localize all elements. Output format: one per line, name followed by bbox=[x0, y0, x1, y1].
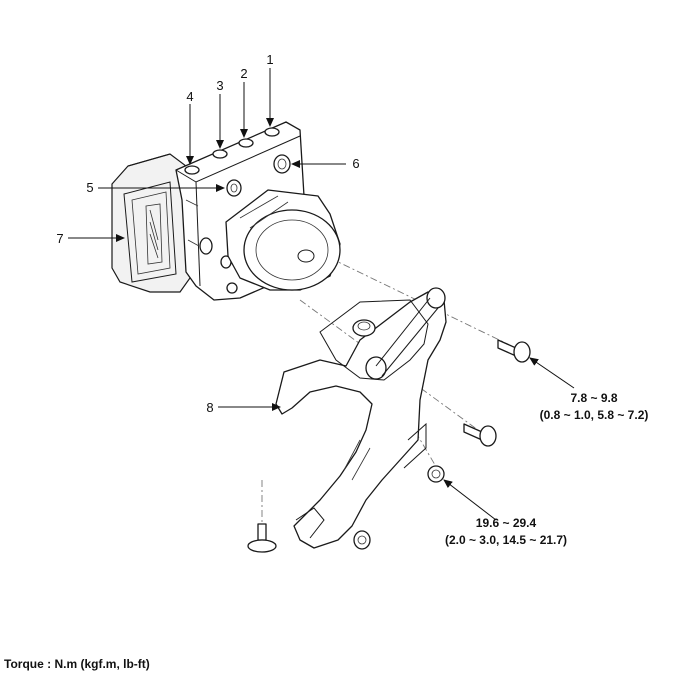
fasteners bbox=[247, 339, 531, 553]
middle-mount-bolt bbox=[463, 423, 497, 447]
leader-lines bbox=[68, 68, 575, 521]
lower-stud-bolt bbox=[247, 523, 277, 553]
callout-1: 1 bbox=[266, 52, 273, 67]
callout-2: 2 bbox=[240, 66, 247, 81]
callout-5: 5 bbox=[86, 180, 93, 195]
torque-upper-nm: 7.8 ~ 9.8 bbox=[570, 391, 617, 405]
pump-motor bbox=[225, 189, 341, 291]
callout-7: 7 bbox=[56, 231, 63, 246]
torque-lower-alt: (2.0 ~ 3.0, 14.5 ~ 21.7) bbox=[445, 533, 567, 547]
flange-nut-lower bbox=[353, 530, 371, 550]
torque-upper-alt: (0.8 ~ 1.0, 5.8 ~ 7.2) bbox=[540, 408, 649, 422]
torque-spec-upper: 7.8 ~ 9.8 (0.8 ~ 1.0, 5.8 ~ 7.2) bbox=[540, 391, 649, 422]
callout-labels: 1 2 3 4 5 6 7 8 bbox=[56, 52, 359, 415]
torque-spec-lower: 19.6 ~ 29.4 (2.0 ~ 3.0, 14.5 ~ 21.7) bbox=[445, 516, 567, 547]
mounting-bracket bbox=[275, 287, 447, 549]
callout-4: 4 bbox=[186, 89, 193, 104]
callout-8: 8 bbox=[206, 400, 213, 415]
flange-nut-upper bbox=[427, 465, 445, 483]
torque-lower-nm: 19.6 ~ 29.4 bbox=[476, 516, 537, 530]
upper-mount-bolt bbox=[497, 339, 531, 363]
callout-6: 6 bbox=[352, 156, 359, 171]
torque-units-legend: Torque : N.m (kgf.m, lb-ft) bbox=[4, 657, 150, 671]
callout-3: 3 bbox=[216, 78, 223, 93]
